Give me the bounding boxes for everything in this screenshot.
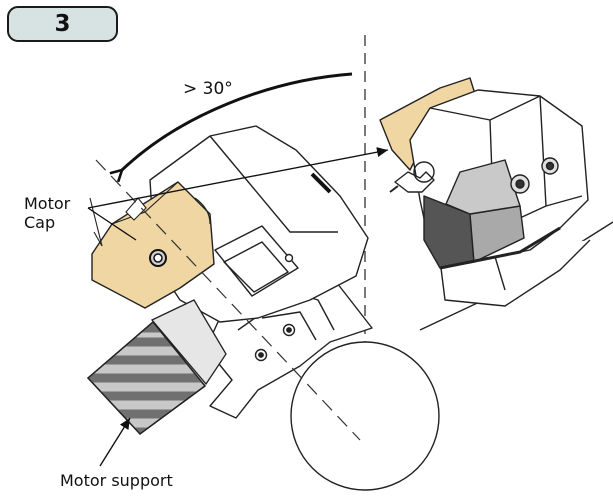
motor-axis-line: [95, 159, 361, 441]
motor-cap-label-line1: Motor: [24, 194, 71, 213]
motor-cap-leader-left: [87, 207, 137, 241]
left-motor-assembly: [149, 125, 440, 491]
rotation-arrow: [122, 72, 353, 170]
wheel-circle: [290, 341, 440, 491]
motor-support-block: [86, 299, 227, 435]
step-badge: 3: [7, 6, 118, 42]
motor-cap-block: [91, 181, 215, 309]
motor-support-leader: [99, 417, 131, 467]
step-number: 3: [54, 11, 71, 37]
right-motor-assembly: [379, 77, 613, 331]
rotation-angle-label: > 30°: [183, 79, 233, 99]
motor-support-label: Motor support: [60, 471, 173, 490]
motor-cap-label-line2: Cap: [24, 213, 56, 232]
motor-cap-leader-right: [87, 147, 389, 209]
